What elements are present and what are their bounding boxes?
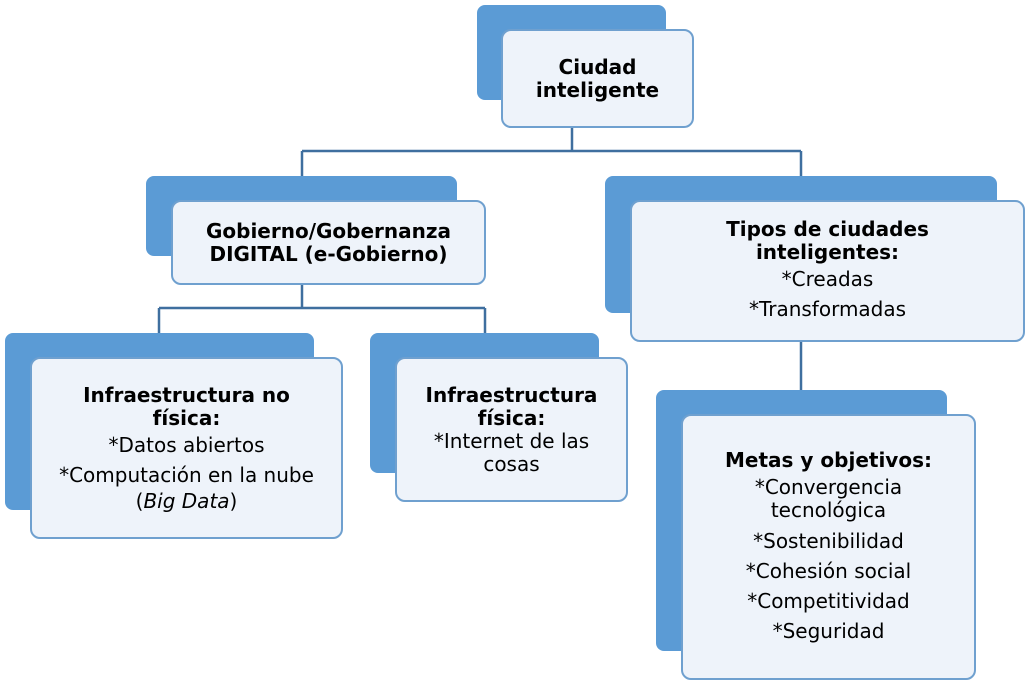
metas-node-title: Metas y objetivos: — [725, 447, 932, 472]
infra-no-fisica-node: Infraestructura no física: *Datos abiert… — [30, 357, 343, 539]
tipos-node-title-line-1: Tipos de ciudades — [726, 217, 929, 241]
infra-fisica-node-title-line-1: Infraestructura — [425, 382, 598, 407]
infra-fisica-node: Infraestructura física: *Internet de las… — [395, 357, 628, 502]
infra-no-fisica-node-title-line-2: física: — [152, 405, 221, 430]
metas-node-item: *Seguridad — [772, 618, 885, 643]
metas-node-item: *Cohesión social — [745, 558, 912, 583]
tipos-node-title-line-2: inteligentes: — [755, 240, 900, 264]
infra-no-fisica-node-note: (Big Data) — [135, 488, 238, 513]
metas-node: Metas y objetivos: *Convergencia tecnoló… — [681, 414, 976, 680]
root-node-title-line-2: inteligente — [535, 77, 660, 102]
metas-node-item: *Sostenibilidad — [753, 528, 904, 553]
infra-fisica-node-item-line-1: *Internet de las — [433, 428, 590, 453]
tipos-node-item: *Transformadas — [748, 297, 907, 321]
root-node-title-line-1: Ciudad — [558, 54, 637, 79]
note-big-data: Big Data — [143, 488, 230, 513]
infra-no-fisica-node-title-line-1: Infraestructura no — [83, 382, 290, 407]
note-open-paren: ( — [135, 488, 144, 513]
root-node: Ciudad inteligente — [501, 29, 694, 128]
metas-node-item-line-1: *Convergencia — [754, 474, 903, 499]
infra-fisica-node-item-line-2: cosas — [483, 451, 540, 476]
tipos-node-item: *Creadas — [781, 267, 874, 291]
gobierno-node-title-line-2: DIGITAL (e-Gobierno) — [209, 241, 448, 266]
gobierno-node: Gobierno/Gobernanza DIGITAL (e-Gobierno) — [171, 200, 486, 285]
infra-fisica-node-title-line-2: física: — [477, 405, 546, 430]
gobierno-node-title-line-1: Gobierno/Gobernanza — [205, 218, 452, 243]
tipos-node: Tipos de ciudades inteligentes: *Creadas… — [630, 200, 1025, 342]
infra-no-fisica-node-item: *Datos abiertos — [108, 432, 265, 457]
metas-node-item: *Competitividad — [747, 588, 910, 613]
metas-node-item-line-2: tecnológica — [770, 497, 887, 522]
note-close-paren: ) — [229, 488, 238, 513]
infra-no-fisica-node-item: *Computación en la nube — [59, 462, 314, 487]
